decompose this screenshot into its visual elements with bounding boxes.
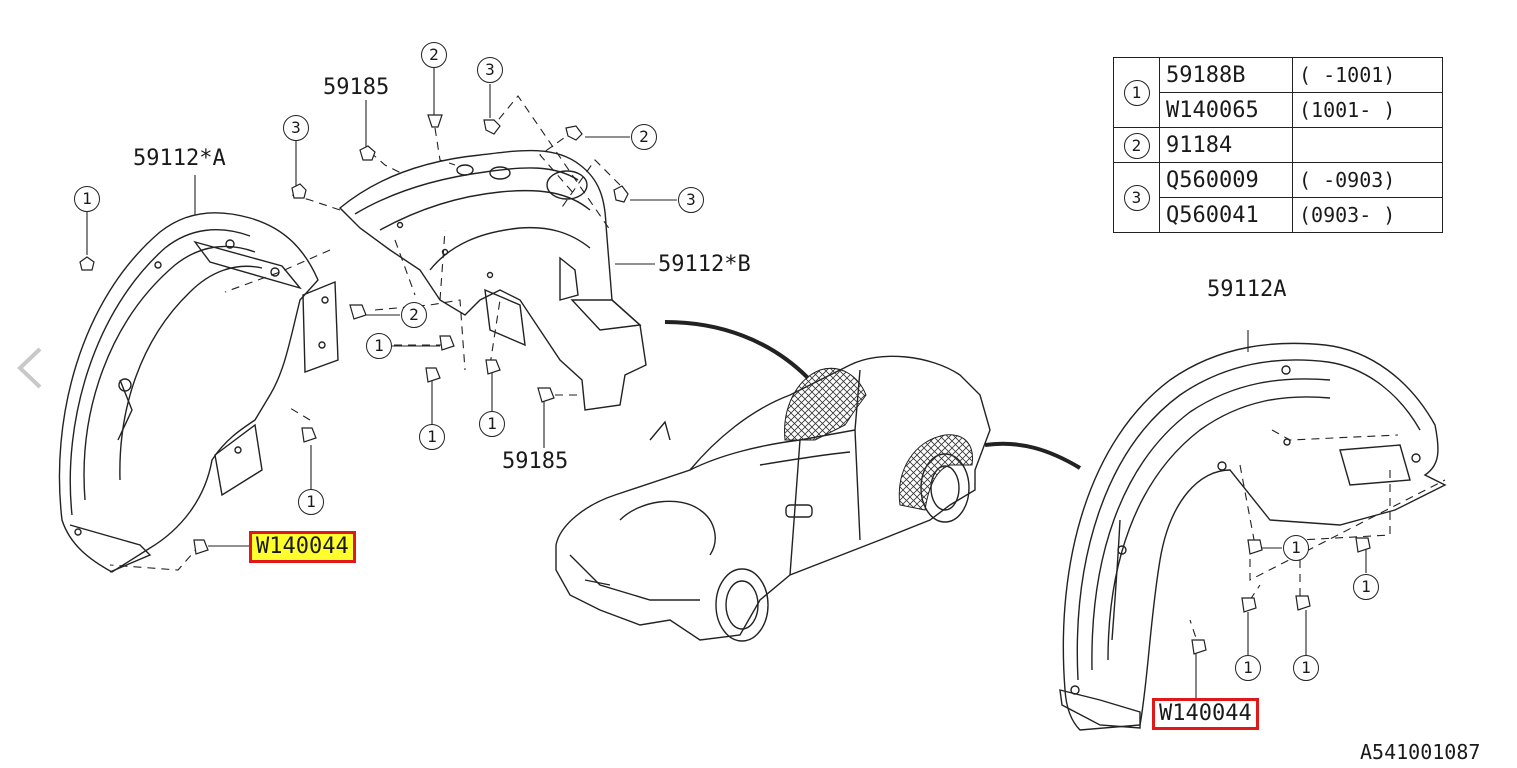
legend-row: 1 59188B ( -1001) — [1113, 57, 1443, 128]
front-fender-liner-a — [58, 212, 339, 573]
legend-row: 2 91184 — [1113, 127, 1443, 163]
callout-1: 1 — [1293, 655, 1319, 681]
rear-fender-liner — [1059, 342, 1447, 731]
arrow-rear — [984, 441, 1082, 470]
part-label-59185-top: 59185 — [323, 75, 390, 100]
callout-3: 3 — [678, 187, 704, 213]
callout-2: 2 — [401, 302, 427, 328]
legend-part[interactable]: 91184 — [1159, 127, 1293, 163]
legend-key-1: 1 — [1123, 80, 1150, 106]
callout-1: 1 — [366, 333, 392, 359]
callout-1: 1 — [1283, 535, 1309, 561]
legend-key-2: 2 — [1123, 132, 1150, 159]
legend-part[interactable]: W140065 — [1159, 92, 1293, 128]
legend-row: W140065 (1001- ) — [1114, 92, 1443, 128]
legend-key-3: 3 — [1123, 185, 1150, 211]
callout-3: 3 — [283, 115, 309, 141]
part-label-59185-bottom: 59185 — [502, 449, 569, 474]
legend-part[interactable]: Q560009 — [1159, 162, 1293, 198]
part-label-59112-star-b: 59112*B — [658, 252, 751, 277]
callout-2: 2 — [631, 124, 657, 150]
callout-1: 1 — [74, 186, 100, 212]
car-liner-front-hatch — [784, 368, 867, 441]
callout-1: 1 — [479, 411, 505, 437]
part-link-w140044-left[interactable]: W140044 — [249, 531, 356, 563]
part-link-w140044-right[interactable]: W140044 — [1152, 698, 1259, 730]
legend-range: (1001- ) — [1292, 92, 1443, 128]
callout-1: 1 — [419, 424, 445, 450]
legend-part[interactable]: Q560041 — [1159, 197, 1293, 233]
legend-range: (0903- ) — [1292, 197, 1443, 233]
legend-key-cell: 3 — [1113, 162, 1160, 233]
callout-1: 1 — [1353, 574, 1379, 600]
callout-1: 1 — [298, 489, 324, 515]
legend-row: Q560041 (0903- ) — [1114, 197, 1443, 233]
diagram-code: A541001087 — [1360, 740, 1481, 764]
callout-2: 2 — [421, 42, 447, 68]
parts-legend-table: 1 59188B ( -1001) W140065 (1001- ) 2 911… — [1113, 57, 1443, 233]
chevron-left-icon[interactable] — [12, 345, 48, 391]
legend-range: ( -0903) — [1292, 162, 1443, 198]
legend-key-cell: 2 — [1113, 127, 1160, 163]
part-label-59112-star-a: 59112*A — [133, 146, 226, 171]
legend-key-cell: 1 — [1113, 57, 1160, 128]
legend-range: ( -1001) — [1292, 57, 1443, 93]
callout-1: 1 — [1235, 655, 1261, 681]
part-label-59112a: 59112A — [1207, 277, 1287, 302]
legend-range — [1292, 127, 1443, 163]
callout-3: 3 — [477, 57, 503, 83]
car-liner-rear-hatch — [898, 434, 974, 511]
legend-part[interactable]: 59188B — [1159, 57, 1293, 93]
arrow-front — [664, 320, 810, 380]
legend-row: 3 Q560009 ( -0903) — [1113, 162, 1443, 233]
